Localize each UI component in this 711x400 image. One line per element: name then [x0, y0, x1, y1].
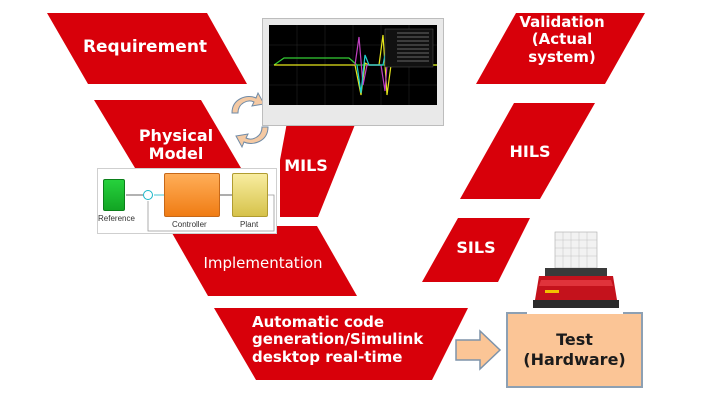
sum-block — [143, 190, 153, 200]
plant-label: Plant — [240, 220, 259, 229]
scope-plot — [269, 25, 437, 105]
scope-waveforms — [269, 25, 437, 105]
code-generation-line: generation/Simulink — [252, 330, 424, 349]
reference-block — [103, 179, 125, 211]
implementation-shape — [168, 226, 357, 296]
sils-label: SILS — [456, 238, 496, 257]
validation-line: system) — [528, 47, 596, 66]
hils-shape — [460, 103, 595, 199]
implementation-label: Implementation — [203, 254, 323, 272]
physical-model-label: Physical Model — [126, 126, 226, 164]
model-connections — [126, 194, 275, 232]
physical-model-shape — [94, 100, 241, 168]
sils-shape — [422, 218, 530, 282]
simulink-model: Reference Controller Plant — [97, 168, 277, 234]
hils-label: HILS — [509, 142, 551, 161]
mils-shape — [280, 117, 358, 217]
controller-block — [164, 173, 220, 217]
code-generation-line: desktop real-time — [252, 347, 403, 366]
test-hardware-box: Test (Hardware) — [506, 312, 643, 388]
cycle-arrows-icon — [231, 91, 269, 149]
robot-photo — [527, 230, 623, 314]
physical-model-line: Model — [148, 144, 204, 164]
scope-trace — [273, 57, 437, 66]
controller-label: Controller — [172, 220, 207, 229]
requirement-shape — [47, 13, 247, 84]
right-arrow-icon — [455, 329, 502, 371]
validation-label: Validation (Actual system) — [500, 13, 624, 66]
code-generation-label: Automatic code generation/Simulink deskt… — [252, 313, 432, 366]
hardware-label: (Hardware) — [523, 350, 626, 369]
mils-label: MILS — [284, 156, 328, 175]
reference-label: Reference — [98, 214, 135, 223]
validation-line: (Actual — [531, 30, 593, 49]
physical-model-line: Physical — [138, 126, 214, 145]
test-label: Test — [556, 330, 593, 349]
code-generation-shape — [214, 308, 468, 380]
plant-block — [232, 173, 268, 217]
code-generation-line: Automatic code — [252, 313, 385, 331]
validation-line: Validation — [519, 13, 605, 31]
requirement-label: Requirement — [82, 37, 208, 57]
scope-window — [262, 18, 444, 126]
validation-shape — [476, 13, 645, 84]
